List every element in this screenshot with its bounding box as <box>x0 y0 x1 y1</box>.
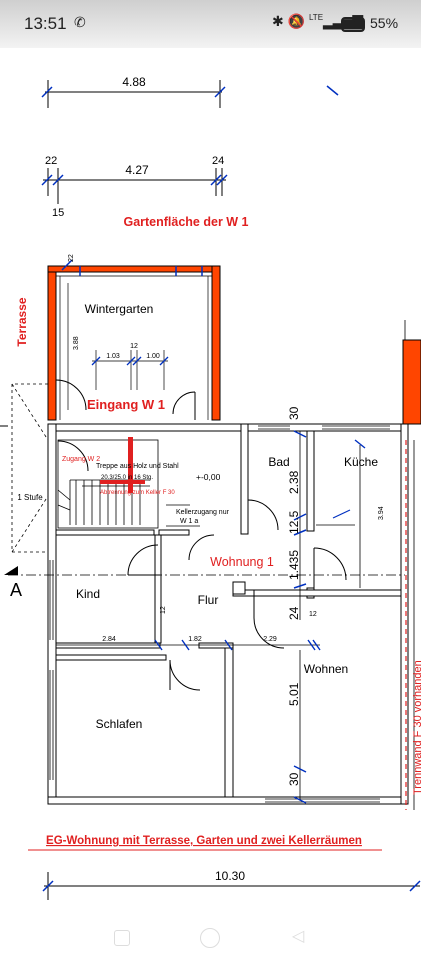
dim-label-wohnen-229: 2.29 <box>263 636 277 643</box>
room-flur: Flur <box>198 593 219 607</box>
wintergarten-outline <box>47 259 221 421</box>
door-swing-schlafen <box>169 659 201 691</box>
dim-label-wohnen-12: 12 <box>309 611 317 618</box>
dim-label-flur-182: 1.82 <box>188 636 202 643</box>
label-kellerzugang: Kellerzugang nur <box>176 509 230 516</box>
home-nav-icon[interactable] <box>200 928 220 948</box>
dim-label-wg-22: 22 <box>68 254 75 262</box>
door-swing-kueche <box>313 547 347 581</box>
dim-row-middle <box>56 639 321 651</box>
room-schlafen: Schlafen <box>96 717 143 731</box>
dim-label-wg-height: 3.88 <box>73 336 80 350</box>
label-stufe: 1 Stufe <box>17 493 43 502</box>
status-bar: 13:51 ✆ ✱ 🔕 LTE▂▃▅▇ 55% <box>0 0 421 48</box>
terrace-wall-right <box>402 339 421 425</box>
fire-wall-red-horizontal <box>100 480 145 484</box>
door-swing-kind <box>127 544 159 576</box>
terrace-label: Terrasse <box>15 297 29 346</box>
label-zugang: Zugang W 2 <box>62 456 100 463</box>
battery-icon <box>341 17 365 32</box>
label-trennwand: Trennwand F 30 vorhanden <box>412 660 421 795</box>
menu-nav-icon[interactable] <box>114 930 130 946</box>
dim-label-wohnen-501: 5.01 <box>287 682 301 706</box>
dim-label-flur-1435: 1.435 <box>287 550 301 580</box>
terrace-outline <box>11 383 49 553</box>
main-walls <box>47 423 409 805</box>
door-swing-bad <box>247 499 279 531</box>
dim-wg-width <box>91 350 169 390</box>
label-treppe: Treppe aus Holz und Stahl <box>96 463 179 470</box>
dim-label-bad-30: 30 <box>287 406 301 420</box>
dim-label-kind-12: 12 <box>160 606 167 614</box>
dim-label-bad-238: 2.38 <box>287 470 301 494</box>
battery-percent: 55% <box>370 15 399 31</box>
label-eingang: Eingang W 1 <box>87 397 165 412</box>
label-steps: 20.3/25.0 in 16 Stg. <box>101 475 153 481</box>
dim-label-top-inner: 4.27 <box>125 163 149 177</box>
label-level: +-0,00 <box>196 472 221 482</box>
dim-label-kueche-394: 3.94 <box>378 506 385 520</box>
door-swing-flur <box>188 534 215 561</box>
dim-label-22: 22 <box>45 155 57 167</box>
dim-label-bad-125: 12.5 <box>287 510 301 534</box>
dim-tick-mark <box>326 85 339 96</box>
dim-label-top-total: 4.88 <box>122 75 146 89</box>
room-wintergarten: Wintergarten <box>85 302 154 316</box>
plan-caption: EG-Wohnung mit Terrasse, Garten und zwei… <box>46 835 362 847</box>
dim-bottom-total <box>42 872 421 900</box>
label-wohnung: Wohnung 1 <box>210 555 274 569</box>
door-swing-wintergarten <box>55 379 87 411</box>
room-kueche: Küche <box>344 455 378 469</box>
section-marker-a: A <box>10 580 22 600</box>
dim-label-wg-12: 12 <box>130 343 138 350</box>
back-nav-icon[interactable]: ◁ <box>292 928 305 945</box>
dim-label-bottom-total: 10.30 <box>215 869 245 883</box>
dim-label-kind-284: 2.84 <box>102 636 116 643</box>
dim-label-24: 24 <box>212 155 224 167</box>
dim-top-total <box>41 80 226 108</box>
dim-label-15: 15 <box>52 207 64 219</box>
dim-label-wg-100: 1.00 <box>146 353 160 360</box>
label-abtrennung: Abtrennung zum Keller F 30 <box>100 490 175 496</box>
room-wohnen: Wohnen <box>304 662 348 676</box>
dim-label-wg-103: 1.03 <box>106 353 120 360</box>
door-swing-wohnen <box>253 617 285 649</box>
label-kellerzugang-w1a: W 1 a <box>180 518 198 525</box>
call-icon: ✆ <box>74 14 86 30</box>
dim-label-bottom-30: 30 <box>287 772 301 786</box>
network-type: LTE <box>308 13 324 22</box>
section-line-a <box>4 566 405 576</box>
windows <box>49 425 390 803</box>
door-swing-zugang <box>57 440 89 472</box>
dim-label-wohnen-24: 24 <box>287 606 301 620</box>
room-bad: Bad <box>268 455 289 469</box>
dim-top-inner <box>41 168 228 204</box>
plan-title: Gartenfläche der W 1 <box>123 215 248 229</box>
room-kind: Kind <box>76 587 100 601</box>
door-swing-eingang <box>172 391 196 415</box>
status-time: 13:51 <box>24 14 67 33</box>
fire-wall-red <box>128 437 133 493</box>
navigation-bar: ◁ <box>0 920 421 960</box>
